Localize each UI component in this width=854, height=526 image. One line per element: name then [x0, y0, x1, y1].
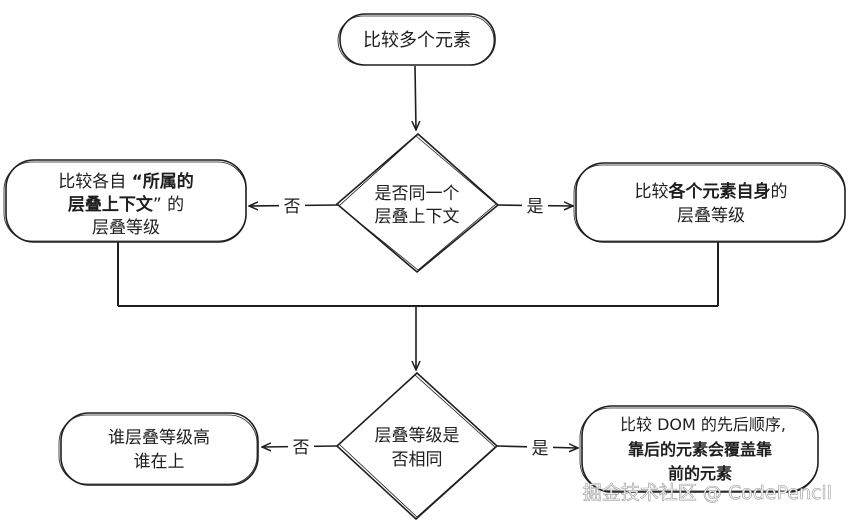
higher-wins-shape — [60, 412, 259, 486]
decision-same-context-line2: 层叠上下文 — [375, 207, 460, 227]
decision-level-equal-sketch — [338, 374, 496, 518]
compare-parent-context-line1-bold: “所属的 — [132, 171, 194, 192]
decision-level-equal-line2: 否相同 — [392, 450, 443, 470]
compare-self-level-line1-end: 的 — [771, 182, 788, 202]
higher-wins-line1: 谁层叠等级高 — [108, 428, 210, 448]
edge-label-top-yes-bg — [522, 193, 548, 217]
compare-self-level-line2: 层叠等级 — [677, 206, 745, 226]
watermark: 掘金技术社区 @ CodePencil — [583, 482, 832, 504]
start-node-sketch — [337, 15, 495, 66]
start-node: 比较多个元素 — [337, 13, 496, 66]
dom-order-sketch — [579, 407, 819, 492]
compare-parent-context-line2-bold: 层叠上下文 — [68, 194, 154, 215]
compare-parent-context-line1-plain: 比较各自 — [58, 172, 131, 192]
edge-label-bottom-yes: 是 — [532, 439, 549, 459]
compare-parent-context-line1: 比较各自 “所属的 — [58, 171, 194, 192]
decision-same-context-sketch — [338, 135, 497, 271]
compare-parent-context-line3: 层叠等级 — [92, 218, 160, 238]
edge-label-bottom-yes-bg — [527, 435, 553, 459]
compare-parent-context-box: 比较各自 “所属的 层叠上下文” 的 层叠等级 — [3, 159, 247, 243]
compare-self-level-shape — [575, 162, 846, 243]
higher-wins-box: 谁层叠等级高 谁在上 — [58, 412, 259, 486]
compare-self-level-line1-bold: 各个元素自身 — [668, 181, 771, 202]
compare-self-level-line1: 比较各个元素自身的 — [635, 181, 788, 202]
decision-level-equal-shape — [335, 371, 499, 521]
dom-order-line2: 靠后的元素会覆盖靠 — [628, 440, 772, 459]
dom-order-line1: 比较 DOM 的先后顺序, — [620, 415, 786, 434]
decision-level-equal-line1: 层叠等级是 — [375, 426, 460, 446]
dom-order-line3: 前的元素 — [668, 464, 732, 483]
compare-parent-context-sketch — [3, 161, 247, 242]
compare-self-level-box: 比较各个元素自身的 层叠等级 — [573, 162, 846, 243]
start-node-label: 比较多个元素 — [363, 30, 471, 51]
decision-level-equal: 层叠等级是 否相同 — [335, 371, 499, 521]
arrow-start-to-decision — [415, 65, 416, 130]
decision-same-context-line1: 是否同一个 — [375, 184, 460, 204]
dom-order-box: 比较 DOM 的先后顺序, 靠后的元素会覆盖靠 前的元素 — [579, 405, 819, 493]
compare-self-level-sketch — [573, 164, 846, 242]
compare-parent-context-line2-plain: ” 的 — [153, 195, 184, 215]
compare-parent-context-line2: 层叠上下文” 的 — [68, 194, 184, 215]
compare-self-level-line1-plain: 比较 — [635, 182, 669, 202]
edge-label-top-no-bg — [279, 193, 305, 217]
higher-wins-line2: 谁在上 — [134, 452, 185, 472]
edge-label-top-no: 否 — [284, 197, 301, 217]
edge-label-bottom-no-bg — [288, 434, 314, 458]
edge-label-top-yes: 是 — [527, 197, 544, 217]
higher-wins-sketch — [58, 414, 258, 485]
edge-label-bottom-no: 否 — [293, 438, 310, 458]
decision-same-context: 是否同一个 层叠上下文 — [335, 132, 500, 274]
